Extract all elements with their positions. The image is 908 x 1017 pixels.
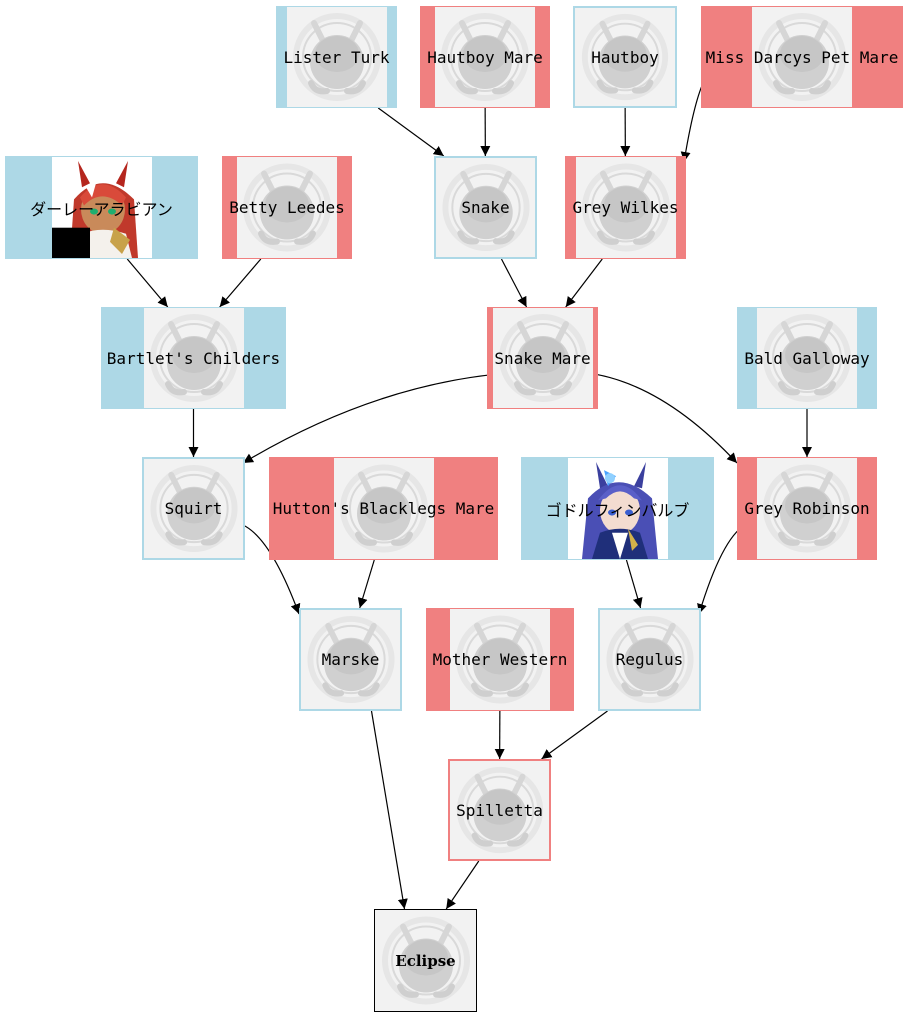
node-label: Eclipse xyxy=(395,951,456,970)
horse-placeholder-icon xyxy=(757,458,857,559)
node-regulus[interactable]: Regulus xyxy=(598,608,701,711)
node-label: Regulus xyxy=(615,650,684,669)
node-grey-wilkes[interactable]: Grey Wilkes xyxy=(565,156,686,259)
node-huttons-blacklegs-mare[interactable]: Hutton's Blacklegs Mare xyxy=(269,457,498,560)
node-label: Betty Leedes xyxy=(229,198,345,217)
node-label: Bartlet's Childers xyxy=(106,348,281,368)
horse-placeholder-icon xyxy=(492,308,593,408)
edge-snake-to-snake_mare xyxy=(500,258,528,308)
edge-grey_wilkes-to-snake_mare xyxy=(565,258,603,308)
node-spilletta[interactable]: Spilletta xyxy=(448,759,551,861)
horse-placeholder-icon xyxy=(757,308,857,408)
node-label: Snake Mare xyxy=(494,348,591,368)
node-label: Grey Wilkes xyxy=(572,198,679,217)
edge-huttons-to-marske xyxy=(357,559,375,609)
node-label: Grey Robinson xyxy=(744,499,870,518)
node-label: Mother Western xyxy=(432,650,568,669)
horse-placeholder-icon xyxy=(237,157,337,258)
node-bartlets-childers[interactable]: Bartlet's Childers xyxy=(101,307,286,409)
horse-placeholder-icon xyxy=(450,609,550,710)
node-grey-robinson[interactable]: Grey Robinson xyxy=(737,457,877,560)
node-eclipse[interactable]: Eclipse xyxy=(374,909,477,1012)
edge-snake_mare-to-grey_robinson xyxy=(595,373,738,464)
node-hautboy[interactable]: Hautboy xyxy=(573,6,677,108)
horse-placeholder-icon xyxy=(435,7,535,107)
edge-godolphin-to-regulus xyxy=(625,559,643,609)
horse-placeholder-icon xyxy=(143,308,244,408)
horse-placeholder-icon xyxy=(376,910,476,1011)
horse-placeholder-icon xyxy=(301,610,400,709)
edge-spilletta-to-eclipse xyxy=(445,860,480,910)
node-label: Marske xyxy=(321,650,380,669)
node-snake-mare[interactable]: Snake Mare xyxy=(487,307,598,409)
horse-placeholder-icon xyxy=(575,8,675,106)
horse-placeholder-icon xyxy=(333,458,434,559)
node-lister-turk[interactable]: Lister Turk xyxy=(276,6,397,108)
node-label: Bald Galloway xyxy=(744,348,870,368)
node-label: Snake xyxy=(461,198,510,217)
edge-snake_mare-to-squirt xyxy=(242,373,496,464)
horse-placeholder-icon xyxy=(450,761,549,859)
node-snake[interactable]: Snake xyxy=(434,156,537,259)
node-label: Hutton's Blacklegs Mare xyxy=(272,499,495,518)
node-label: Hautboy xyxy=(591,47,659,67)
node-label: Squirt xyxy=(164,499,223,518)
node-godolphin-barb[interactable]: ゴドルフィンバルブ xyxy=(521,457,714,560)
edge-darley-to-bartlets xyxy=(126,258,169,308)
horse-placeholder-icon xyxy=(286,7,387,107)
edge-regulus-to-spilletta xyxy=(541,710,608,760)
edge-lister_turk-to-snake xyxy=(377,107,445,157)
node-label: Hautboy Mare xyxy=(427,47,543,67)
node-mother-western[interactable]: Mother Western xyxy=(426,608,574,711)
node-label: Miss Darcys Pet Mare xyxy=(705,47,899,67)
node-betty-leedes[interactable]: Betty Leedes xyxy=(222,156,352,259)
horse-placeholder-icon xyxy=(436,158,535,257)
edge-marske-to-eclipse xyxy=(370,710,408,910)
node-label: Spilletta xyxy=(456,800,543,820)
node-darley-arabian[interactable]: ダーレーアラビアン xyxy=(5,156,198,259)
edge-betty_leedes-to-bartlets xyxy=(219,258,262,308)
node-label: ダーレーアラビアン xyxy=(30,199,173,219)
horse-placeholder-icon xyxy=(144,459,243,558)
horse-placeholder-icon xyxy=(752,7,852,107)
node-label: Lister Turk xyxy=(283,47,390,67)
node-miss-darcys-pet-mare[interactable]: Miss Darcys Pet Mare xyxy=(701,6,903,108)
node-label: ゴドルフィンバルブ xyxy=(545,500,690,520)
node-marske[interactable]: Marske xyxy=(299,608,402,711)
horse-placeholder-icon xyxy=(600,610,699,709)
anime-horse-girl-portrait-blue xyxy=(567,458,668,559)
node-bald-galloway[interactable]: Bald Galloway xyxy=(737,307,877,409)
anime-horse-girl-portrait-red xyxy=(51,157,152,258)
node-hautboy-mare[interactable]: Hautboy Mare xyxy=(420,6,550,108)
horse-placeholder-icon xyxy=(575,157,676,258)
node-squirt[interactable]: Squirt xyxy=(142,457,245,560)
